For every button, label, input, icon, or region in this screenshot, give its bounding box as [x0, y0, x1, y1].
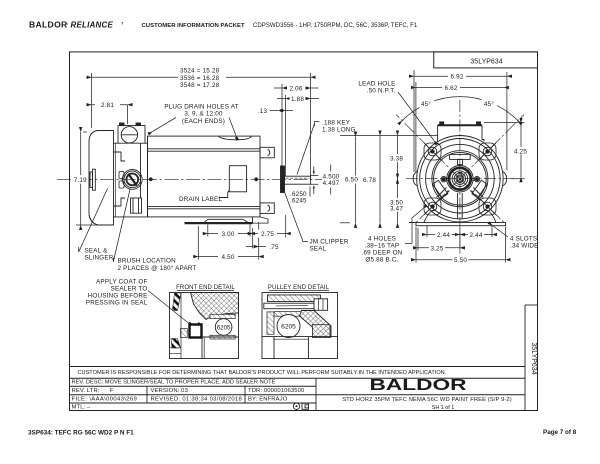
svg-text:·: · — [66, 20, 69, 29]
svg-text:SH 1 of 1: SH 1 of 1 — [432, 405, 454, 411]
svg-text:FILE: \AAA\00043\269: FILE: \AAA\00043\269 — [72, 396, 138, 402]
svg-text:PULLEY END DETAIL: PULLEY END DETAIL — [268, 285, 330, 291]
svg-text:MTL: –: MTL: – — [72, 405, 92, 411]
svg-text:SLINGER: SLINGER — [85, 254, 114, 261]
svg-text:STD HORZ 35PM TEFC NEMA 56C WD: STD HORZ 35PM TEFC NEMA 56C WD PAINT FRE… — [342, 397, 512, 403]
svg-text:.75: .75 — [269, 244, 279, 251]
svg-text:3SP634: TEFC RG 56C WD2 P N F1: 3SP634: TEFC RG 56C WD2 P N F1 — [28, 430, 134, 437]
svg-text:Page 7 of 8: Page 7 of 8 — [543, 429, 577, 436]
svg-text:6.62: 6.62 — [444, 85, 457, 92]
svg-text:2.44: 2.44 — [469, 232, 482, 239]
svg-text:3, 9, & 12:00: 3, 9, & 12:00 — [184, 111, 223, 118]
svg-text:6205: 6205 — [217, 324, 231, 331]
svg-text:BALDOR: BALDOR — [29, 20, 68, 30]
svg-text:4.500: 4.500 — [323, 173, 340, 180]
svg-text:(EACH ENDS): (EACH ENDS) — [182, 118, 225, 125]
svg-text:APPLY COAT OF: APPLY COAT OF — [96, 279, 147, 286]
svg-text:TDR: 000001063500: TDR: 000001063500 — [248, 388, 305, 394]
svg-text:VERSION: 03: VERSION: 03 — [151, 388, 189, 394]
svg-text:SEAL &: SEAL & — [85, 247, 109, 254]
svg-text:.6250: .6250 — [290, 191, 307, 198]
svg-text:4.50: 4.50 — [221, 254, 234, 261]
svg-text:45°: 45° — [484, 100, 494, 108]
svg-text:3.25: 3.25 — [430, 245, 443, 252]
svg-text:CUSTOMER IS RESPONSIBLE FOR DE: CUSTOMER IS RESPONSIBLE FOR DETERMINING … — [78, 370, 447, 376]
svg-text:6205: 6205 — [281, 324, 296, 331]
svg-text:HOUSING BEFORE: HOUSING BEFORE — [88, 293, 148, 300]
svg-text:.6245: .6245 — [290, 197, 307, 204]
svg-text:1.88: 1.88 — [291, 96, 304, 103]
svg-text:6.78: 6.78 — [363, 177, 376, 184]
svg-text:4.497: 4.497 — [323, 180, 340, 187]
svg-text:3524 = 15.28: 3524 = 15.28 — [180, 68, 220, 75]
svg-text:2 PLACES @ 180° APART: 2 PLACES @ 180° APART — [118, 264, 197, 272]
svg-text:.38–16 TAP: .38–16 TAP — [365, 242, 400, 249]
svg-text:REV. LTR: F: REV. LTR: F — [72, 388, 114, 394]
svg-text:4 HOLES: 4 HOLES — [368, 235, 396, 242]
svg-text:.188 KEY: .188 KEY — [322, 119, 351, 126]
svg-text:Ø5.88 B.C.: Ø5.88 B.C. — [365, 256, 398, 263]
svg-text:PLUG DRAIN HOLES AT: PLUG DRAIN HOLES AT — [164, 103, 238, 110]
svg-text:3548 = 17.28: 3548 = 17.28 — [180, 82, 220, 89]
svg-text:.50 N.P.T.: .50 N.P.T. — [367, 88, 396, 95]
svg-text:3.47: 3.47 — [390, 206, 403, 213]
svg-text:REV. DESC: MOVE SLINGER/SEAL: REV. DESC: MOVE SLINGER/SEAL TO PROPER P… — [72, 380, 276, 386]
svg-text:REVISED: 01:38:34 03/08/2018: REVISED: 01:38:34 03/08/2018 — [151, 396, 243, 402]
svg-text:4 SLOTS: 4 SLOTS — [510, 236, 537, 243]
svg-text:SEALER TO: SEALER TO — [111, 286, 148, 293]
svg-text:3.00: 3.00 — [221, 231, 234, 238]
svg-text:2.06: 2.06 — [289, 85, 302, 92]
svg-text:r: r — [122, 21, 124, 26]
svg-text:PRESSING IN SEAL: PRESSING IN SEAL — [86, 300, 148, 307]
svg-text:BRUSH LOCATION: BRUSH LOCATION — [118, 258, 177, 265]
svg-text:DRAIN LABEL: DRAIN LABEL — [179, 196, 222, 203]
svg-text:1.38 LONG: 1.38 LONG — [322, 126, 356, 133]
svg-text:SEAL: SEAL — [310, 245, 327, 252]
svg-text:RELIANCE: RELIANCE — [71, 21, 114, 30]
svg-text:6.50: 6.50 — [345, 177, 358, 184]
svg-text:3.50: 3.50 — [390, 199, 403, 206]
svg-text:2.81: 2.81 — [101, 102, 114, 109]
svg-text:2.44: 2.44 — [437, 232, 450, 239]
svg-text:3536 = 16.28: 3536 = 16.28 — [180, 75, 220, 82]
svg-text:.34 WIDE: .34 WIDE — [510, 243, 539, 250]
svg-text:45°: 45° — [421, 100, 431, 108]
svg-text:4.25: 4.25 — [514, 148, 527, 155]
svg-text:LEAD HOLE: LEAD HOLE — [358, 81, 395, 88]
svg-text:JM CLIPPER: JM CLIPPER — [310, 239, 349, 246]
svg-text:35LYP634: 35LYP634 — [470, 58, 502, 65]
svg-text:.69 DEEP ON: .69 DEEP ON — [362, 249, 403, 256]
svg-text:2.75: 2.75 — [261, 231, 274, 238]
svg-text:6.92: 6.92 — [450, 74, 463, 81]
svg-text:FRONT END DETAIL: FRONT END DETAIL — [176, 285, 235, 291]
svg-text:CUSTOMER INFORMATION PACKET: CUSTOMER INFORMATION PACKET — [142, 23, 245, 29]
svg-text:7.19: 7.19 — [74, 177, 87, 184]
svg-text:BY: ENFRAJO: BY: ENFRAJO — [248, 396, 288, 402]
svg-text:.13: .13 — [258, 108, 268, 115]
svg-text:35LYP634: 35LYP634 — [530, 342, 537, 374]
svg-text:CDPSWD3556 - 1HP, 1750RPM, DC,: CDPSWD3556 - 1HP, 1750RPM, DC, 56C, 3536… — [253, 22, 418, 29]
svg-text:BALDOR: BALDOR — [369, 376, 466, 394]
svg-text:3.38: 3.38 — [390, 155, 403, 162]
svg-text:5.50: 5.50 — [454, 257, 467, 264]
